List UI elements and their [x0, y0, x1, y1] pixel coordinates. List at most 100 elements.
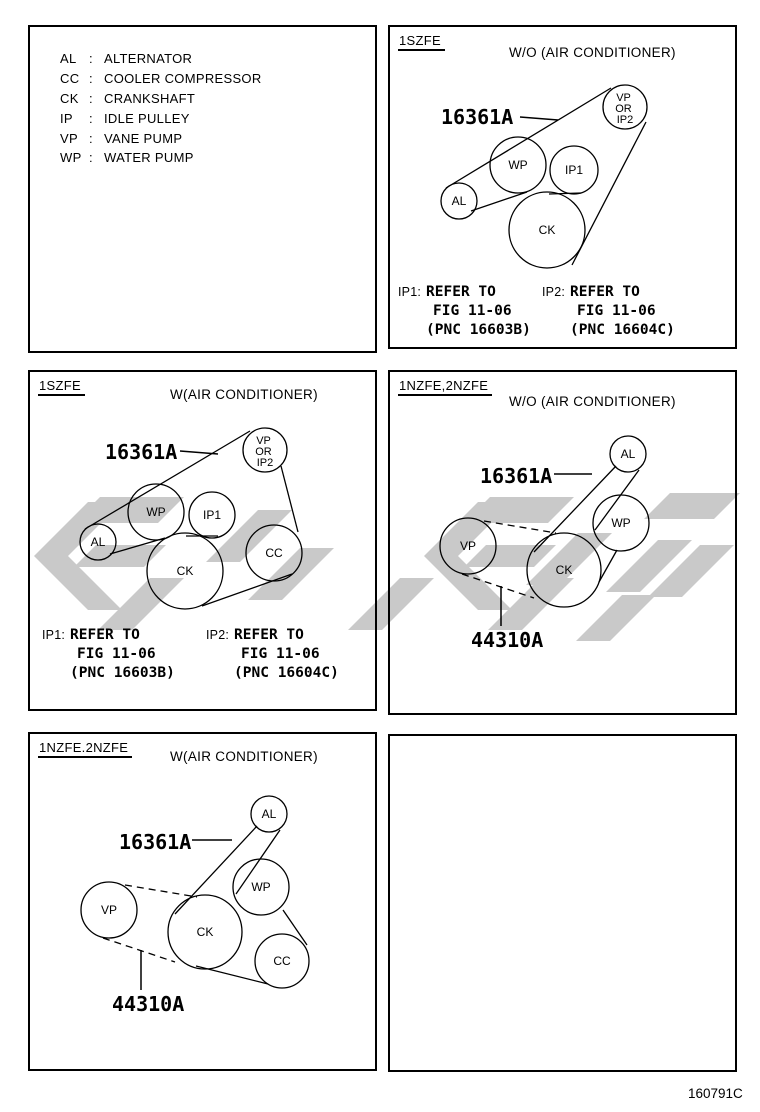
note-prefix: IP1:	[42, 628, 66, 642]
note-ip1: IP1: REFER TO FIG 11-06 (PNC 16603B)	[398, 283, 531, 340]
pump-belt-dashed-lines	[102, 884, 198, 963]
note-line: (PNC 16603B)	[426, 322, 531, 338]
note-line: (PNC 16604C)	[234, 665, 339, 681]
pulley-circle-vp	[439, 517, 497, 575]
pulley-label-ip1: IP1	[203, 508, 221, 522]
note-body: REFER TO FIG 11-06 (PNC 16604C)	[234, 626, 339, 683]
pulley-circle-wp	[232, 858, 290, 916]
note-line: REFER TO	[234, 627, 304, 643]
pulley-circle-wp	[592, 494, 650, 552]
legend-abbr: CC	[60, 71, 80, 87]
part-leader-line	[519, 116, 559, 121]
legend-panel: AL : ALTERNATOR CC : COOLER COMPRESSOR C…	[28, 25, 377, 353]
belt-diagram-1nzfe-ac: AL WP VP CK CC	[80, 795, 310, 990]
note-body: REFER TO FIG 11-06 (PNC 16603B)	[70, 626, 175, 683]
note-ip1: IP1: REFER TO FIG 11-06 (PNC 16603B)	[42, 626, 175, 683]
panel-1szfe-ac: 1SZFE W(AIR CONDITIONER) VP OR IP2 WP	[28, 370, 377, 711]
figure-code: 160791C	[688, 1086, 743, 1101]
legend-name: IDLE PULLEY	[104, 110, 190, 126]
pulley-label-al: AL	[621, 447, 636, 461]
part-number-44310A: 44310A	[112, 992, 185, 1016]
belt-diagram-1szfe-ac: VP OR IP2 WP IP1 AL CK CC	[79, 427, 303, 610]
note-line: (PNC 16603B)	[70, 665, 175, 681]
pulley-circle-vp	[80, 881, 138, 939]
pulley-label-wp: WP	[508, 158, 527, 172]
note-line: REFER TO	[70, 627, 140, 643]
legend-abbr: CK	[60, 90, 79, 106]
legend-abbr: WP	[60, 150, 82, 166]
pulley-circle-cc	[254, 933, 310, 989]
note-ip2: IP2: REFER TO FIG 11-06 (PNC 16604C)	[542, 283, 675, 340]
variant-label: W/O (AIR CONDITIONER)	[509, 394, 676, 409]
belt-lines	[445, 87, 647, 266]
part-number-16361A: 16361A	[119, 830, 192, 854]
legend-list: AL : ALTERNATOR CC : COOLER COMPRESSOR C…	[60, 49, 262, 168]
pulley-label-ck: CK	[197, 925, 214, 939]
pulley-label-al: AL	[452, 194, 467, 208]
pulley-circle-al	[609, 435, 647, 473]
legend-name: VANE PUMP	[104, 130, 183, 146]
pulley-label-ck: CK	[177, 564, 194, 578]
note-ip2: IP2: REFER TO FIG 11-06 (PNC 16604C)	[206, 626, 339, 683]
belt-lines	[84, 430, 299, 607]
pulley-label-ip1: IP1	[565, 163, 583, 177]
part-number-16361A: 16361A	[480, 464, 553, 488]
note-line: REFER TO	[426, 284, 496, 300]
part-number-44310A: 44310A	[471, 628, 544, 652]
pulley-circle-wp	[489, 136, 547, 194]
legend-abbr: VP	[60, 130, 78, 146]
pulley-label-ck: CK	[556, 563, 573, 577]
pulley-circle-al	[79, 523, 117, 561]
pulley-circle-ip1	[188, 491, 236, 539]
pump-belt-dashed-lines	[461, 520, 557, 599]
belt-diagram-1szfe-wo-ac: VP OR IP2 WP IP1 AL CK	[440, 84, 648, 269]
legend-name: ALTERNATOR	[104, 51, 193, 67]
pulley-label-cc: CC	[273, 954, 291, 968]
pulley-circle-ck	[508, 191, 586, 269]
pulley-circle-cc	[245, 524, 303, 582]
note-line: (PNC 16604C)	[570, 322, 675, 338]
note-body: REFER TO FIG 11-06 (PNC 16604C)	[570, 283, 675, 340]
pulley-label-wp: WP	[146, 505, 165, 519]
legend-name: CRANKSHAFT	[104, 90, 196, 106]
pulley-circle-wp	[127, 483, 185, 541]
panel-1nzfe-2nzfe-ac: 1NZFE.2NZFE W(AIR CONDITIONER) AL WP VP	[28, 732, 377, 1071]
panel-1nzfe-2nzfe-wo-ac: 1NZFE,2NZFE W/O (AIR CONDITIONER) AL WP …	[388, 370, 737, 715]
panel-1szfe-wo-ac: 1SZFE W/O (AIR CONDITIONER) VP OR IP2 WP…	[388, 25, 737, 349]
engine-code-label: 1SZFE	[398, 33, 445, 51]
legend-colon: :	[89, 110, 93, 126]
pulley-circle-ck	[526, 532, 602, 608]
note-prefix: IP2:	[542, 285, 566, 299]
legend-colon: :	[89, 51, 93, 67]
legend-row: IP : IDLE PULLEY	[60, 108, 262, 128]
note-body: REFER TO FIG 11-06 (PNC 16603B)	[426, 283, 531, 340]
pulley-circle-vp-or-ip2	[602, 84, 648, 130]
engine-code-label: 1NZFE.2NZFE	[38, 740, 133, 758]
pulley-label-al: AL	[262, 807, 277, 821]
pulley-label-cc: CC	[265, 546, 283, 560]
pulley-circle-ck	[167, 894, 243, 970]
variant-label: W(AIR CONDITIONER)	[170, 749, 318, 764]
note-line: FIG 11-06	[77, 646, 156, 662]
pulley-label-vp: VP	[460, 539, 476, 553]
legend-row: CK : CRANKSHAFT	[60, 89, 262, 109]
pulley-label-vp: VP	[101, 903, 117, 917]
belt-lines	[533, 465, 640, 583]
pulley-label-al: AL	[91, 535, 106, 549]
legend-colon: :	[89, 90, 93, 106]
legend-colon: :	[89, 130, 93, 146]
pulley-circle-ck	[146, 532, 224, 610]
part-leader-line	[179, 450, 219, 455]
pulley-circle-al	[440, 182, 478, 220]
note-prefix: IP2:	[206, 628, 230, 642]
pulley-circle-ip1	[549, 145, 599, 195]
part-number-16361A: 16361A	[105, 440, 178, 464]
pulley-circle-al	[250, 795, 288, 833]
pulley-label-vp-or-ip2: VP OR IP2	[255, 435, 275, 469]
legend-colon: :	[89, 71, 93, 87]
legend-colon: :	[89, 150, 93, 166]
note-line: FIG 11-06	[241, 646, 320, 662]
part-number-16361A: 16361A	[441, 105, 514, 129]
variant-label: W(AIR CONDITIONER)	[170, 387, 318, 402]
